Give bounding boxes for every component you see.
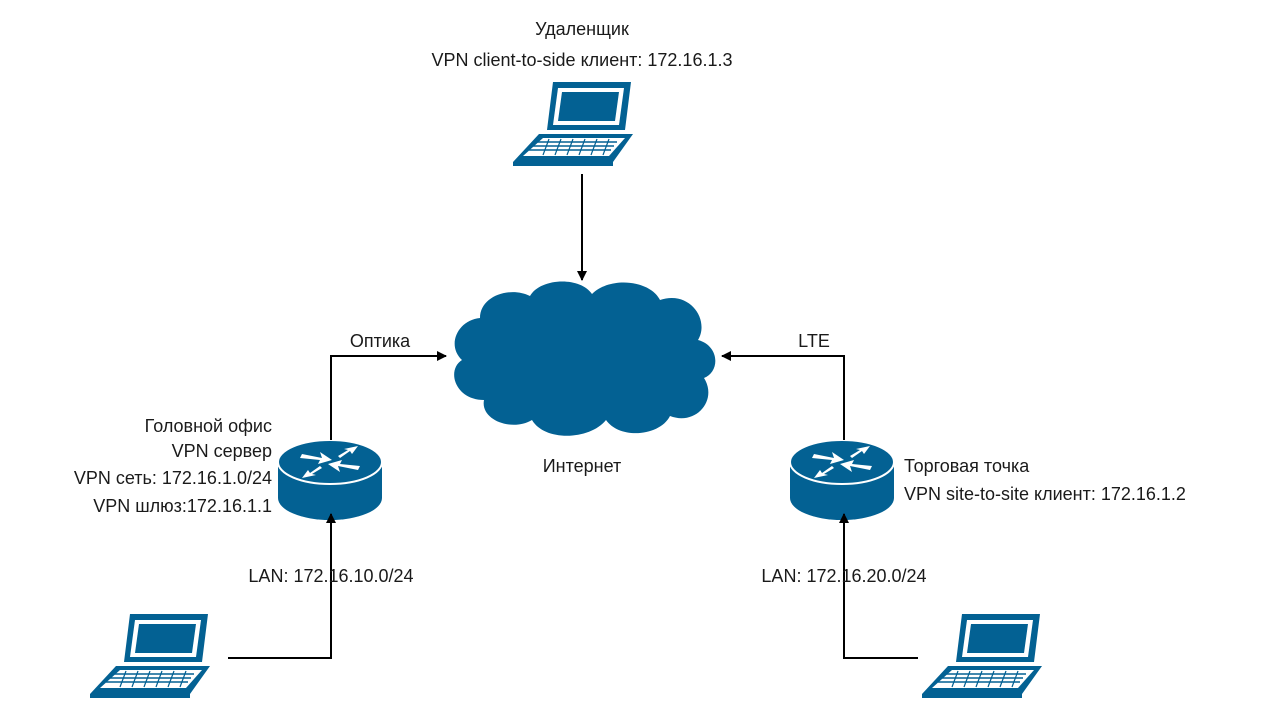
store-title: Торговая точка (904, 456, 1030, 476)
head-office-lan-link (228, 513, 336, 659)
internet-label: Интернет (543, 456, 622, 476)
head-office-gateway: VPN шлюз:172.16.1.1 (93, 496, 272, 516)
head-office-lan-label: LAN: 172.16.10.0/24 (248, 566, 413, 586)
remote-laptop-icon (512, 81, 634, 167)
head-office-laptop-icon (89, 613, 211, 699)
head-office-uplink (330, 351, 447, 440)
head-office-title: Головной офис (145, 416, 272, 436)
store-lan-label: LAN: 172.16.20.0/24 (761, 566, 926, 586)
internet-cloud-icon (454, 281, 716, 436)
head-office-network: VPN сеть: 172.16.1.0/24 (74, 468, 272, 488)
store-lan-link (839, 513, 918, 659)
store-laptop-icon (921, 613, 1043, 699)
remote-detail: VPN client-to-side клиент: 172.16.1.3 (432, 50, 733, 70)
store-detail: VPN site-to-site клиент: 172.16.1.2 (904, 484, 1186, 504)
head-office-router-icon (277, 439, 383, 521)
store-uplink-label: LTE (798, 331, 830, 351)
store-router-icon (789, 439, 895, 521)
head-office-uplink-label: Оптика (350, 331, 411, 351)
head-office-role: VPN сервер (172, 441, 272, 461)
remote-title: Удаленщик (535, 19, 629, 39)
store-uplink (721, 351, 845, 440)
